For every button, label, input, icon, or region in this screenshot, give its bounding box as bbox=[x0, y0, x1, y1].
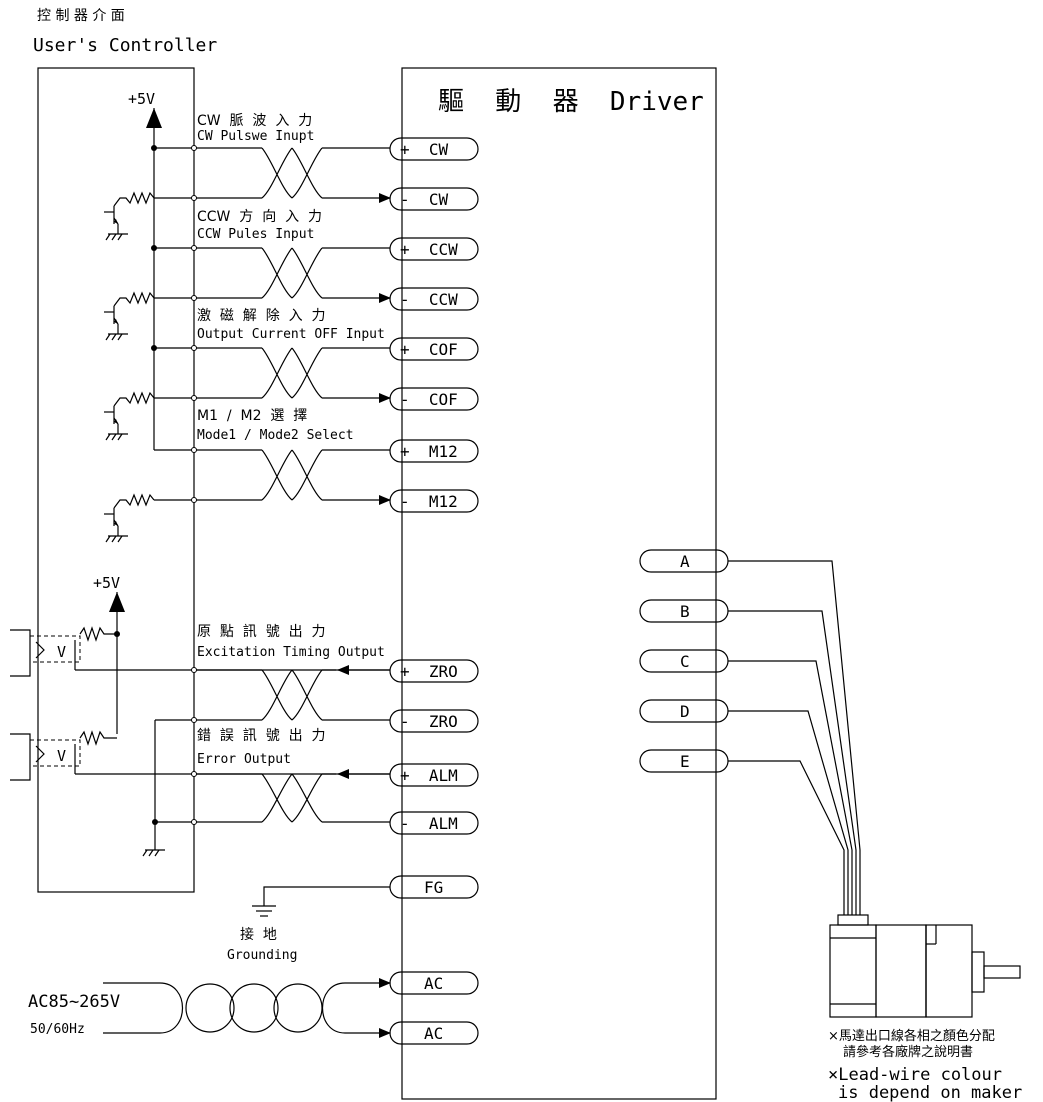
svg-text:D: D bbox=[680, 702, 690, 721]
svg-text:C: C bbox=[680, 652, 690, 671]
driver-box bbox=[401, 67, 717, 1100]
controller-title-en: User's Controller bbox=[33, 35, 217, 56]
ccw-pair bbox=[154, 247, 391, 303]
ac-voltage-label: AC85~265V bbox=[28, 992, 120, 1012]
terminal-alm-plus: + ALM bbox=[389, 763, 479, 787]
svg-text:- COF: - COF bbox=[400, 390, 458, 409]
supply-mid-label: +5V bbox=[93, 574, 120, 592]
motor-terminal-e: E bbox=[639, 749, 729, 773]
grounding-label-en: Grounding bbox=[227, 948, 297, 963]
svg-text:- M12: - M12 bbox=[400, 492, 458, 511]
svg-text:+ ZRO: + ZRO bbox=[400, 662, 458, 681]
motor-terminal-a: A bbox=[639, 549, 729, 573]
svg-text:B: B bbox=[680, 602, 690, 621]
note-en-line2: is depend on maker bbox=[838, 1083, 1022, 1102]
controller-box bbox=[37, 67, 195, 893]
note-cn-line2: 請參考各廠牌之說明書 bbox=[843, 1044, 973, 1060]
svg-text:- CCW: - CCW bbox=[400, 290, 458, 309]
alm-pair bbox=[155, 769, 390, 823]
svg-text:+ ALM: + ALM bbox=[400, 766, 458, 785]
controller-title-cn: 控 制 器 介 面 bbox=[37, 8, 125, 24]
zro-pair bbox=[155, 665, 390, 721]
terminal-cw-plus: + CW bbox=[389, 137, 479, 161]
svg-text:+ CW: + CW bbox=[400, 140, 449, 159]
terminal-cof-minus: - COF bbox=[389, 387, 479, 411]
terminal-zro-minus: - ZRO bbox=[389, 709, 479, 733]
terminal-zro-plus: + ZRO bbox=[389, 659, 479, 683]
m12-pair bbox=[154, 449, 391, 505]
ccw-label-en: CCW Pules Input bbox=[197, 227, 314, 242]
alm-label-en: Error Output bbox=[197, 752, 291, 767]
terminal-fg: FG bbox=[389, 875, 479, 899]
svg-text:+ COF: + COF bbox=[400, 340, 458, 359]
svg-text:A: A bbox=[680, 552, 690, 571]
driver-title: 驅 動 器 Driver bbox=[438, 87, 704, 117]
terminal-ac-1: AC bbox=[389, 971, 479, 995]
svg-text:V: V bbox=[57, 643, 66, 661]
svg-text:- ALM: - ALM bbox=[400, 814, 458, 833]
cw-transistor bbox=[103, 192, 155, 241]
svg-text:+ M12: + M12 bbox=[400, 442, 458, 461]
cof-label-cn: 激 磁 解 除 入 力 bbox=[197, 307, 326, 324]
svg-text:E: E bbox=[680, 752, 690, 771]
terminal-ccw-minus: - CCW bbox=[389, 287, 479, 311]
supply-top-label: +5V bbox=[128, 90, 155, 108]
motor-icon bbox=[829, 914, 1021, 1018]
note-cn-line1: ×馬達出口線各相之顏色分配 bbox=[828, 1028, 995, 1044]
m12-transistor bbox=[103, 494, 155, 543]
svg-text:V: V bbox=[57, 747, 66, 765]
terminal-ac-2: AC bbox=[389, 1021, 479, 1045]
ccw-label-cn: CCW 方 向 入 力 bbox=[197, 209, 322, 225]
m12-label-en: Mode1 / Mode2 Select bbox=[197, 428, 354, 443]
zro-label-cn: 原 點 訊 號 出 力 bbox=[197, 624, 326, 640]
svg-text:+ CCW: + CCW bbox=[400, 240, 458, 259]
ccw-transistor bbox=[103, 292, 155, 341]
svg-text:AC: AC bbox=[424, 974, 443, 993]
grounding-symbol bbox=[252, 886, 390, 917]
cw-label-cn: CW 脈 波 入 力 bbox=[197, 113, 312, 129]
cof-transistor bbox=[103, 392, 155, 441]
motor-terminal-b: B bbox=[639, 599, 729, 623]
grounding-label-cn: 接 地 bbox=[240, 926, 277, 943]
svg-text:AC: AC bbox=[424, 1024, 443, 1043]
motor-lead-wires bbox=[728, 560, 861, 915]
motor-terminal-c: C bbox=[639, 649, 729, 673]
svg-text:- CW: - CW bbox=[400, 190, 449, 209]
m12-label-cn: M1 / M2 選 擇 bbox=[197, 408, 307, 424]
cof-label-en: Output Current OFF Input bbox=[197, 327, 385, 342]
cof-pair bbox=[154, 347, 391, 403]
svg-text:FG: FG bbox=[424, 878, 443, 897]
alm-label-cn: 錯 誤 訊 號 出 力 bbox=[197, 728, 326, 744]
motor-terminal-d: D bbox=[639, 699, 729, 723]
terminal-alm-minus: - ALM bbox=[389, 811, 479, 835]
svg-text:- ZRO: - ZRO bbox=[400, 712, 458, 731]
cw-label-en: CW Pulswe Inupt bbox=[197, 129, 314, 144]
terminal-m12-plus: + M12 bbox=[389, 439, 479, 463]
ac-transformer bbox=[103, 978, 391, 1038]
cw-pair bbox=[154, 147, 391, 203]
note-en-line1: ×Lead-wire colour bbox=[828, 1065, 1002, 1085]
zro-label-en: Excitation Timing Output bbox=[197, 645, 385, 660]
terminal-cof-plus: + COF bbox=[389, 337, 479, 361]
ac-frequency-label: 50/60Hz bbox=[30, 1022, 85, 1037]
terminal-ccw-plus: + CCW bbox=[389, 237, 479, 261]
terminal-m12-minus: - M12 bbox=[389, 489, 479, 513]
terminal-cw-minus: - CW bbox=[389, 187, 479, 211]
